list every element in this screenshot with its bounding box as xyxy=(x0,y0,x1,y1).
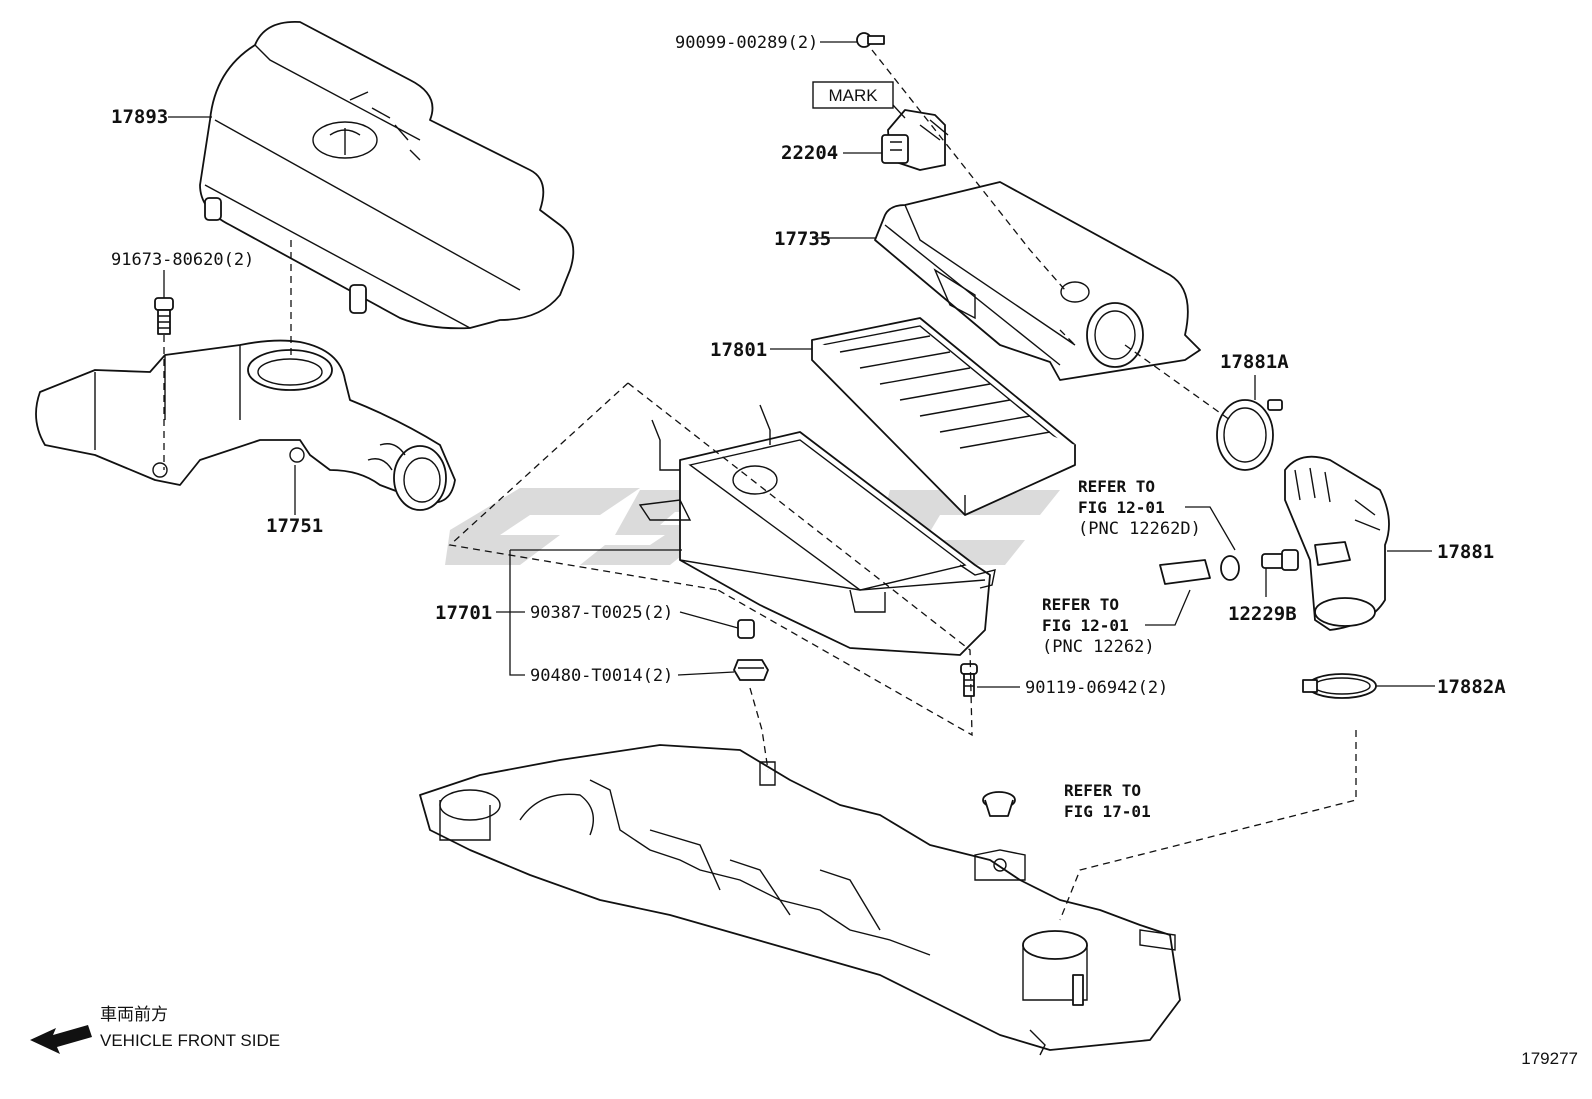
screw-90099[interactable] xyxy=(856,32,885,48)
ref-line-1: REFER TO xyxy=(1042,595,1119,614)
arrow-left-icon xyxy=(30,1025,92,1054)
ref-line-1: REFER TO xyxy=(1078,477,1155,496)
air-filter-element-17801[interactable] xyxy=(811,317,1076,516)
reference-note-pnc-12262: REFER TO FIG 12-01 (PNC 12262) xyxy=(1042,595,1155,657)
callout-17735[interactable]: 17735 xyxy=(774,228,831,250)
air-hose-17881[interactable] xyxy=(1284,455,1390,631)
callout-90119-06942[interactable]: 90119-06942(2) xyxy=(1025,678,1168,698)
callout-17882A[interactable]: 17882A xyxy=(1437,676,1506,698)
reference-note-fig-17-01: REFER TO FIG 17-01 xyxy=(1064,781,1151,821)
callouts: 17893 91673-80620(2) 17751 90099-00289(2… xyxy=(111,33,1506,698)
callout-90099-00289[interactable]: 90099-00289(2) xyxy=(675,33,818,53)
ref-line-1: REFER TO xyxy=(1064,781,1141,800)
hose-clamp-17882A[interactable] xyxy=(1302,673,1377,699)
ref-line-3: (PNC 12262) xyxy=(1042,637,1155,657)
callout-17881[interactable]: 17881 xyxy=(1437,541,1494,563)
intake-duct-17751[interactable] xyxy=(35,339,456,511)
engine-cover-17893[interactable] xyxy=(199,21,575,330)
callout-90387-T0025[interactable]: 90387-T0025(2) xyxy=(530,603,673,623)
hose-clamp-17881A[interactable] xyxy=(1216,399,1283,471)
figure-number: 179277 xyxy=(1521,1049,1578,1068)
alignment-lines xyxy=(163,49,1357,921)
callout-12229B[interactable]: 12229B xyxy=(1228,603,1297,625)
ref-line-3: (PNC 12262D) xyxy=(1078,519,1201,539)
mark-label-box: MARK xyxy=(812,81,894,109)
callout-17701[interactable]: 17701 xyxy=(435,602,492,624)
air-cleaner-cap-17735[interactable] xyxy=(874,181,1201,381)
hose-connector-12229B[interactable] xyxy=(1261,549,1299,571)
ref-line-2: FIG 12-01 xyxy=(1042,616,1129,635)
air-cleaner-case-17701[interactable] xyxy=(638,404,996,656)
bolt-90119[interactable] xyxy=(960,663,978,697)
callout-91673-80620[interactable]: 91673-80620(2) xyxy=(111,250,254,270)
callout-17881A[interactable]: 17881A xyxy=(1220,351,1289,373)
grommet-90387[interactable] xyxy=(737,619,755,639)
air-flow-meter-22204[interactable] xyxy=(881,109,949,171)
ref-line-2: FIG 17-01 xyxy=(1064,802,1151,821)
oil-filler-cap-ref xyxy=(982,791,1016,817)
breather-hose-ref xyxy=(1159,555,1240,585)
vehicle-front-indicator: 車両前方 VEHICLE FRONT SIDE xyxy=(30,1005,280,1054)
leader-lines xyxy=(163,41,1435,688)
direction-label-ja: 車両前方 xyxy=(100,1005,168,1024)
engine-block xyxy=(419,744,1181,1056)
callout-17893[interactable]: 17893 xyxy=(111,106,168,128)
callout-22204[interactable]: 22204 xyxy=(781,142,838,164)
cushion-90480[interactable] xyxy=(733,659,769,681)
callout-17801[interactable]: 17801 xyxy=(710,339,767,361)
mark-label: MARK xyxy=(828,86,878,105)
callout-90480-T0014[interactable]: 90480-T0014(2) xyxy=(530,666,673,686)
direction-label-en: VEHICLE FRONT SIDE xyxy=(100,1031,280,1050)
bolt-91673[interactable] xyxy=(154,297,174,335)
ref-line-2: FIG 12-01 xyxy=(1078,498,1165,517)
reference-note-pnc-12262d: REFER TO FIG 12-01 (PNC 12262D) xyxy=(1078,477,1201,539)
callout-17751[interactable]: 17751 xyxy=(266,515,323,537)
